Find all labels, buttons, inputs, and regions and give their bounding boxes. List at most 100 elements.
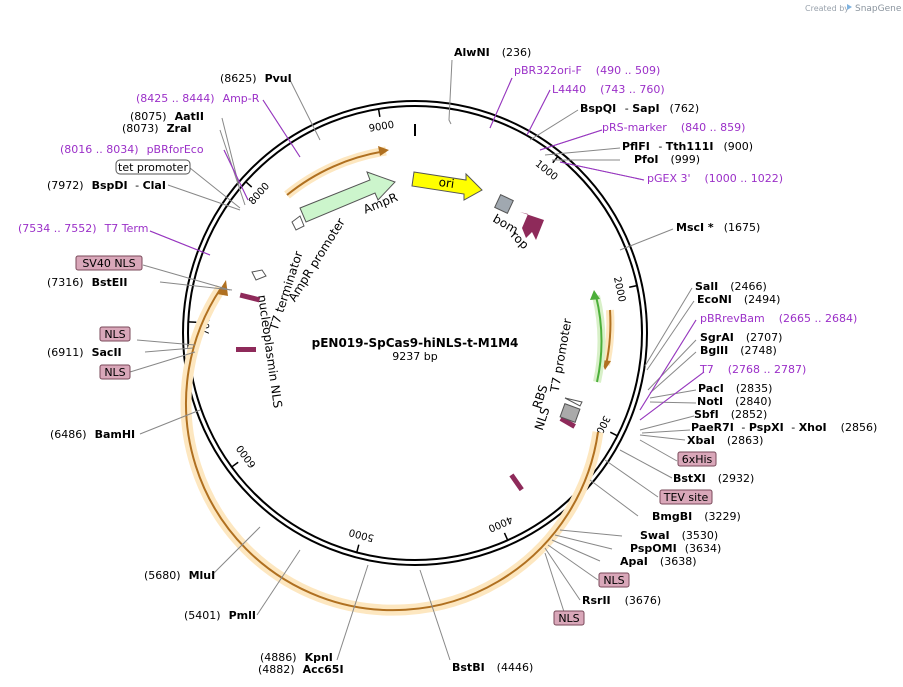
nls-box-a xyxy=(99,326,131,342)
svg-text:ApaI(3638): ApaI(3638) xyxy=(620,555,696,568)
ring-tick-label: 5000 xyxy=(348,526,375,543)
t7-terminator-arrow xyxy=(251,269,267,281)
svg-text:NLS: NLS xyxy=(104,366,125,379)
svg-text:PacI(2835): PacI(2835) xyxy=(698,382,772,395)
svg-text:(5401)PmlI: (5401)PmlI xyxy=(184,609,256,622)
nls-box-c xyxy=(598,572,630,588)
svg-text:pBR322ori-F(490 .. 509): pBR322ori-F(490 .. 509) xyxy=(514,64,660,77)
green-feature-arc xyxy=(595,295,603,383)
ori-arrow xyxy=(411,171,483,201)
svg-text:BstBI(4446): BstBI(4446) xyxy=(452,661,533,674)
svg-text:BspQI - SapI(762): BspQI - SapI(762) xyxy=(580,102,699,115)
svg-text:SalI(2466): SalI(2466) xyxy=(695,280,767,293)
svg-text:(7972)BspDI - ClaI: (7972)BspDI - ClaI xyxy=(47,179,166,192)
svg-text:TEV site: TEV site xyxy=(663,491,709,504)
enzyme-labels: AlwNI (236) BspQI - SapI(762) PflFI - Tth… xyxy=(47,46,877,676)
bom-block xyxy=(494,194,514,214)
rbs-arrow xyxy=(564,397,583,407)
svg-text:MscI *(1675): MscI *(1675) xyxy=(676,221,760,234)
svg-text:(5680)MluI: (5680)MluI xyxy=(144,569,215,582)
plasmid-size: 9237 bp xyxy=(392,350,437,363)
svg-text:PspOMI(3634): PspOMI(3634) xyxy=(630,542,721,555)
primer-leader-lines xyxy=(149,77,705,421)
ampr-orf-arrowhead xyxy=(378,146,389,156)
enzyme-pos: (236) xyxy=(502,46,532,59)
svg-text:SgrAI(2707): SgrAI(2707) xyxy=(700,331,782,344)
ring-tick xyxy=(377,108,381,117)
t7-promoter-label: T7 promoter xyxy=(548,317,575,394)
ampr-arrow xyxy=(299,171,396,223)
svg-text:BglII(2748): BglII(2748) xyxy=(700,344,777,357)
sv40-nls-box xyxy=(75,255,143,271)
tet-promoter-label: tet promoter xyxy=(118,161,188,174)
svg-text:pBRrevBam(2665 .. 2684): pBRrevBam(2665 .. 2684) xyxy=(700,312,857,325)
svg-text:(8425 .. 8444)Amp-R: (8425 .. 8444)Amp-R xyxy=(136,92,260,105)
backbone-inner xyxy=(187,105,643,561)
snapgene-logo-icon xyxy=(847,4,852,10)
tev-site-box xyxy=(659,489,713,505)
svg-text:SwaI(3530): SwaI(3530) xyxy=(640,529,718,542)
svg-text:(8075)AatII: (8075)AatII xyxy=(130,110,204,123)
svg-text:BmgBI(3229): BmgBI(3229) xyxy=(652,510,741,523)
ring-tick-label: 6000 xyxy=(235,443,259,470)
svg-text:pGEX 3'(1000 .. 1022): pGEX 3'(1000 .. 1022) xyxy=(647,172,783,185)
svg-text:(6486)BamHI: (6486)BamHI xyxy=(50,428,135,441)
svg-text:(7316)BstEII: (7316)BstEII xyxy=(47,276,127,289)
svg-text:NLS: NLS xyxy=(603,574,624,587)
svg-text:AlwNI(236): AlwNI (236) xyxy=(454,46,531,59)
svg-text:PflFI - Tth111I(900): PflFI - Tth111I(900) xyxy=(622,140,753,153)
rop-arrow xyxy=(520,212,544,240)
ampr-orf-arc xyxy=(286,150,387,196)
svg-text:(4886)KpnI: (4886)KpnI xyxy=(260,651,333,664)
nls-marks xyxy=(236,292,576,492)
nls-box-b xyxy=(99,364,131,380)
svg-text:NLS: NLS xyxy=(104,328,125,341)
svg-text:(4882)Acc65I: (4882)Acc65I xyxy=(258,663,344,676)
svg-text:(6911)SacII: (6911)SacII xyxy=(47,346,122,359)
svg-text:BstXI(2932): BstXI(2932) xyxy=(673,472,754,485)
svg-text:PaeR7I - PspXI - XhoI(2856): PaeR7I - PspXI - XhoI(2856) xyxy=(691,421,877,434)
svg-text:XbaI(2863): XbaI(2863) xyxy=(687,434,763,447)
green-feature-arrowhead xyxy=(590,290,600,300)
ring-tick xyxy=(609,431,618,437)
primer-labels: pBR322ori-F(490 .. 509) L4440(743 .. 760… xyxy=(18,64,857,376)
tet-promoter-box xyxy=(115,159,191,175)
sv40-nls-label: SV40 NLS xyxy=(82,257,135,270)
nls-feature-label: NLS xyxy=(532,406,553,432)
ring-tick-label: 9000 xyxy=(368,120,395,135)
svg-text:PfoI(999): PfoI(999) xyxy=(634,153,700,166)
credit-prefix: Created by xyxy=(805,4,849,13)
ring-tick xyxy=(356,544,360,553)
ampr-promoter-arrow xyxy=(291,215,305,231)
svg-text:T7(2768 .. 2787): T7(2768 .. 2787) xyxy=(699,363,806,376)
ring-tick xyxy=(503,532,509,541)
rbs-block xyxy=(559,403,581,423)
plasmid-name: pEN019-SpCas9-hiNLS-t-M1M4 xyxy=(312,336,519,350)
ring-tick-label: 4000 xyxy=(486,513,514,533)
ring-tick xyxy=(231,461,239,468)
svg-text:RsrII(3676): RsrII(3676) xyxy=(582,594,661,607)
svg-text:(8073)ZraI: (8073)ZraI xyxy=(122,122,192,135)
ring-tick xyxy=(245,181,253,188)
svg-text:6xHis: 6xHis xyxy=(682,453,713,466)
credit-brand: SnapGene xyxy=(855,4,902,14)
ring-tick xyxy=(629,284,638,289)
svg-text:EcoNI(2494): EcoNI(2494) xyxy=(697,293,780,306)
his-tag-box xyxy=(677,451,717,467)
svg-text:L4440(743 .. 760): L4440(743 .. 760) xyxy=(552,83,665,96)
nls-box-d xyxy=(553,610,585,626)
ring-tick-label: 1000 xyxy=(533,159,560,184)
svg-text:NLS: NLS xyxy=(558,612,579,625)
ori-label: ori xyxy=(438,175,455,191)
svg-text:NotI(2840): NotI(2840) xyxy=(697,395,772,408)
ring-tick-label: 2000 xyxy=(611,276,627,303)
svg-text:pRS-marker(840 .. 859): pRS-marker(840 .. 859) xyxy=(602,121,745,134)
boxed-labels: tet promoter SV40 NLS NLS NLS 6xHis TEV … xyxy=(75,159,717,626)
svg-text:SbfI(2852): SbfI(2852) xyxy=(694,408,767,421)
svg-text:(8016 .. 8034)pBRforEco: (8016 .. 8034)pBRforEco xyxy=(60,143,204,156)
enzyme-name: AlwNI xyxy=(454,46,490,59)
svg-text:(8625)PvuI: (8625)PvuI xyxy=(220,72,292,85)
backbone-outer xyxy=(182,100,648,566)
ring-tick-label: 8000 xyxy=(247,181,272,207)
